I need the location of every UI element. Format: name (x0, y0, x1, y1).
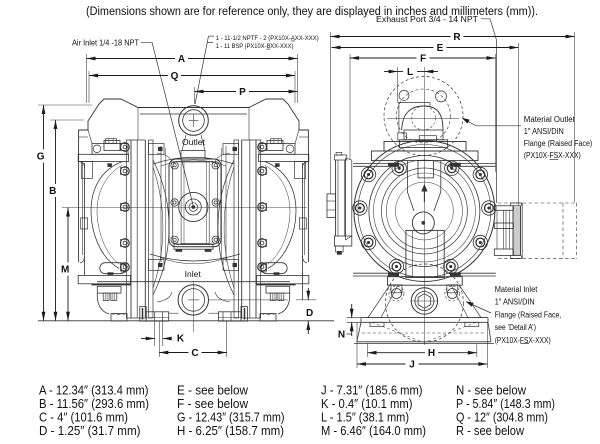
svg-text:(PX10X-FSX-XXX): (PX10X-FSX-XXX) (495, 336, 551, 345)
svg-text:F: F (420, 53, 426, 64)
svg-text:Flange (Raised Face): Flange (Raised Face) (524, 139, 593, 148)
svg-text:R: R (453, 32, 461, 43)
svg-text:M - 6.46″ (164.0 mm): M - 6.46″ (164.0 mm) (321, 423, 426, 438)
svg-text:P: P (239, 87, 246, 98)
svg-text:H: H (428, 348, 435, 359)
svg-text:J: J (409, 359, 415, 370)
svg-text:D - 1.25″ (31.7 mm): D - 1.25″ (31.7 mm) (39, 423, 141, 438)
svg-text:Material Outlet: Material Outlet (524, 115, 576, 124)
svg-text:G - 12.43″ (315.7 mm): G - 12.43″ (315.7 mm) (177, 410, 285, 425)
svg-text:P - 5.84″ (148.3 mm): P - 5.84″ (148.3 mm) (456, 396, 555, 411)
svg-text:see ‘Detail A’): see ‘Detail A’) (495, 323, 537, 332)
svg-text:1″ ANSI/DIN: 1″ ANSI/DIN (495, 298, 535, 307)
svg-text:N - see below: N - see below (456, 383, 526, 398)
svg-text:H - 6.25″ (158.7 mm): H - 6.25″ (158.7 mm) (177, 423, 284, 438)
svg-text:Material Inlet: Material Inlet (495, 285, 538, 294)
svg-text:G: G (37, 151, 45, 162)
svg-text:1 - 11-1/2 NPTF - 2 (PX10X-AXX: 1 - 11-1/2 NPTF - 2 (PX10X-AXX-XXX) (216, 35, 319, 42)
svg-text:Flange (Raised Face,: Flange (Raised Face, (495, 310, 562, 319)
svg-text:Exhaust Port 3/4 - 14 NPT: Exhaust Port 3/4 - 14 NPT (376, 15, 478, 24)
svg-text:R - see below: R - see below (456, 423, 524, 438)
svg-text:L - 1.5″ (38.1 mm): L - 1.5″ (38.1 mm) (321, 410, 409, 425)
svg-text:C: C (191, 348, 198, 359)
svg-text:N: N (338, 329, 345, 340)
svg-text:J - 7.31″ (185.6 mm): J - 7.31″ (185.6 mm) (321, 383, 423, 398)
svg-text:M: M (61, 264, 69, 275)
svg-text:Inlet: Inlet (185, 270, 202, 279)
svg-text:E - see below: E - see below (177, 383, 248, 398)
svg-text:A - 12.34″ (313.4 mm): A - 12.34″ (313.4 mm) (39, 383, 149, 398)
svg-text:B - 11.56″ (293.6 mm): B - 11.56″ (293.6 mm) (39, 396, 149, 411)
svg-text:K: K (177, 334, 185, 345)
svg-text:C - 4″ (101.6 mm): C - 4″ (101.6 mm) (39, 410, 128, 425)
svg-text:F - see below: F - see below (177, 396, 248, 411)
svg-text:Q: Q (171, 71, 179, 82)
svg-text:1″ ANSI/DIN: 1″ ANSI/DIN (524, 127, 564, 136)
svg-text:E: E (437, 43, 444, 54)
svg-text:(PX10X-FSX-XXX): (PX10X-FSX-XXX) (524, 151, 581, 160)
svg-text:1 - 11 BSP (PX10X-BXX-XXX): 1 - 11 BSP (PX10X-BXX-XXX) (216, 43, 294, 50)
svg-text:A: A (178, 54, 185, 65)
svg-text:Q - 12″ (304.8 mm): Q - 12″ (304.8 mm) (456, 410, 548, 425)
svg-text:D: D (306, 308, 313, 319)
svg-text:L: L (407, 67, 413, 78)
svg-text:B: B (49, 186, 56, 197)
svg-text:Air Inlet 1/4 -18 NPT: Air Inlet 1/4 -18 NPT (72, 39, 139, 48)
svg-text:(Dimensions shown are for refe: (Dimensions shown are for reference only… (86, 6, 538, 18)
svg-text:Outlet: Outlet (182, 138, 206, 147)
svg-text:K - 0.4″ (10.1 mm): K - 0.4″ (10.1 mm) (321, 396, 413, 411)
